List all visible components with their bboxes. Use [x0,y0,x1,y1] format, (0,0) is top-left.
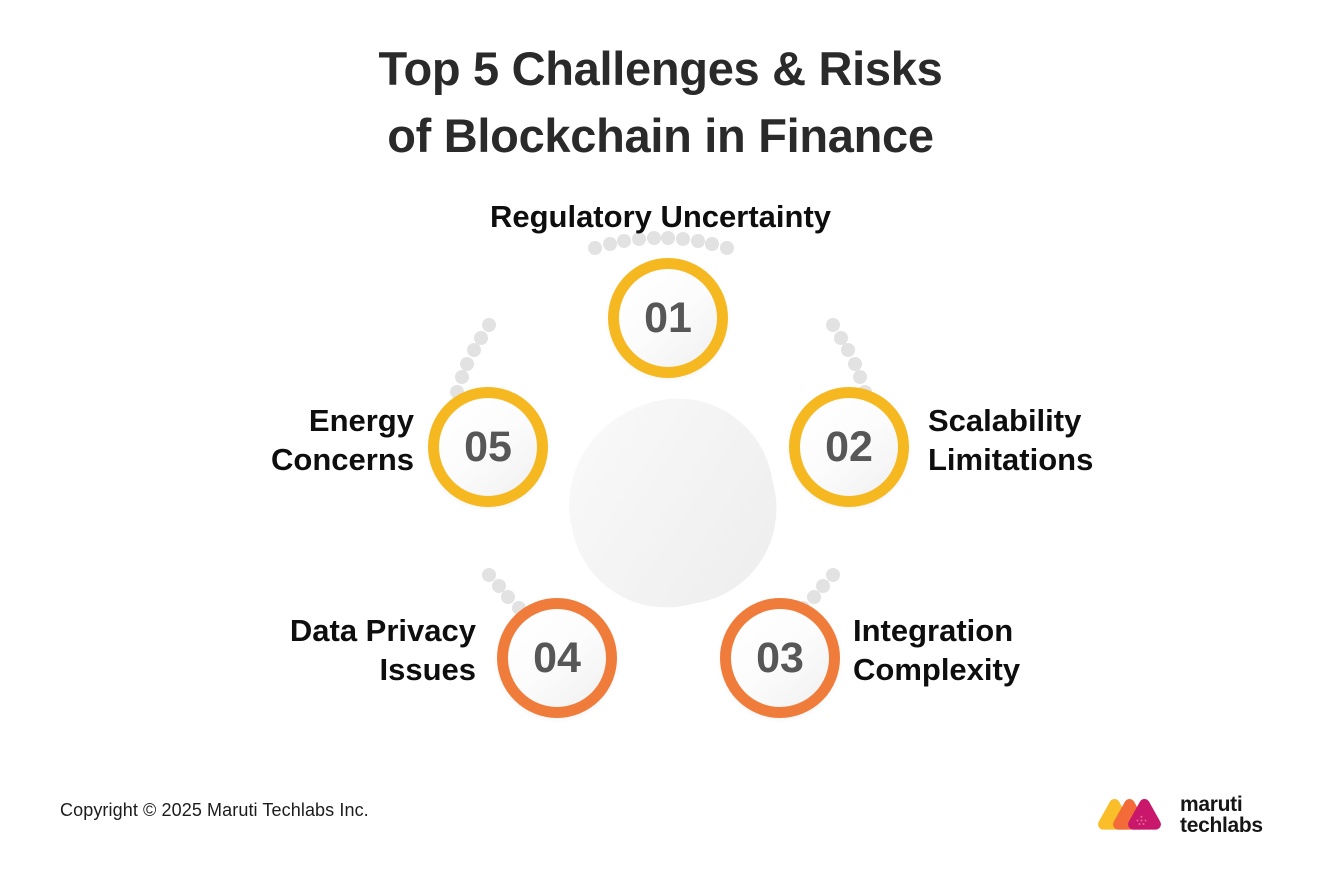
process-node-label-02: Scalability Limitations [928,403,1094,477]
connector-dot [460,356,475,371]
process-node-label-05: Energy Concerns [271,403,414,477]
connector-dot [491,579,506,594]
connector-dot [833,330,848,345]
connector-dot [474,330,489,345]
connector-dot [825,567,840,582]
connector-dot [676,232,691,247]
logo-mark-icon [1098,799,1161,831]
process-node-01[interactable]: 01 [608,258,728,378]
page-title-line-1: Top 5 Challenges & Risks [378,42,943,95]
connector-dot [841,343,856,358]
connector-dot [806,590,821,605]
process-node-04[interactable]: 04 [497,598,617,718]
connector-dot [501,590,516,605]
process-node-05[interactable]: 05 [428,387,548,507]
connector-dot [825,318,840,333]
connector-dot [853,370,868,385]
connector-dot [617,234,632,249]
process-node-number: 02 [825,422,873,471]
process-node-number: 03 [756,633,804,682]
process-node-number: 01 [644,293,692,342]
connector-dot [588,241,603,256]
page-title: Top 5 Challenges & Risks of Blockchain i… [0,36,1321,169]
logo-wordmark: maruti techlabs [1180,794,1263,837]
connector-dot [454,370,469,385]
connector-dot [690,234,705,249]
connector-dot [482,318,497,333]
connector-dot [646,231,661,246]
logo-word-techlabs: techlabs [1180,814,1263,838]
process-node-number: 05 [464,422,512,471]
logo-word-maruti: maruti [1180,793,1243,816]
process-node-label-03: Integration Complexity [853,613,1021,687]
connector-dot [482,567,497,582]
process-node-02[interactable]: 02 [789,387,909,507]
maruti-techlabs-logo: maruti techlabs [1096,794,1263,837]
copyright-text: Copyright © 2025 Maruti Techlabs Inc. [60,800,369,820]
process-node-label-01: Regulatory Uncertainty [489,199,832,234]
process-node-03[interactable]: 03 [720,598,840,718]
connector-dot [847,356,862,371]
connector-dot [705,237,720,252]
connector-dot [602,237,617,252]
process-node-number: 04 [533,633,581,682]
page-title-line-2: of Blockchain in Finance [387,108,934,162]
connector-dot [661,231,676,246]
connector-dot [466,343,481,358]
connector-dot [719,241,734,256]
connector-dot [816,579,831,594]
process-node-label-04: Data Privacy Issues [289,613,476,687]
circular-process-diagram: 01 02 03 04 05 Regulatory Uncertainty Sc… [0,180,1321,740]
connector-dot [631,232,646,247]
